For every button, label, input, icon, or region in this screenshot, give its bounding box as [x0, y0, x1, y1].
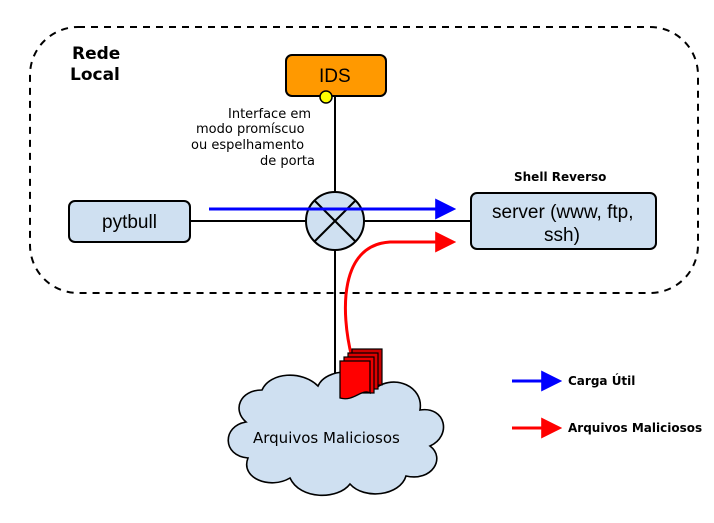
server-label-line1: server (www, ftp, — [492, 202, 633, 223]
interface-note-line1: Interface em — [228, 107, 311, 122]
ids-label: IDS — [319, 66, 351, 87]
server-label-line2: ssh) — [544, 225, 580, 246]
interface-note-line2: modo promíscuo — [196, 122, 305, 137]
legend-payload-label: Carga Útil — [568, 373, 635, 388]
sensor-interface-dot — [319, 90, 333, 104]
interface-note-line3: ou espelhamento — [191, 138, 304, 153]
interface-note-line4: de porta — [260, 154, 315, 169]
cloud-label: Arquivos Maliciosos — [253, 429, 400, 447]
network-label-line2: Local — [70, 65, 120, 85]
network-label-line1: Rede — [72, 44, 120, 64]
server-box[interactable] — [470, 192, 657, 250]
legend-malicious-label: Arquivos Maliciosos — [568, 421, 702, 435]
server-title: Shell Reverso — [514, 170, 606, 184]
malicious-files-icon — [339, 348, 383, 400]
local-network-boundary — [29, 26, 699, 294]
malicious-files-arrow — [343, 231, 457, 359]
pytbull-label: pytbull — [102, 212, 157, 233]
pytbull-box[interactable] — [68, 200, 191, 243]
ids-box[interactable] — [285, 54, 387, 97]
